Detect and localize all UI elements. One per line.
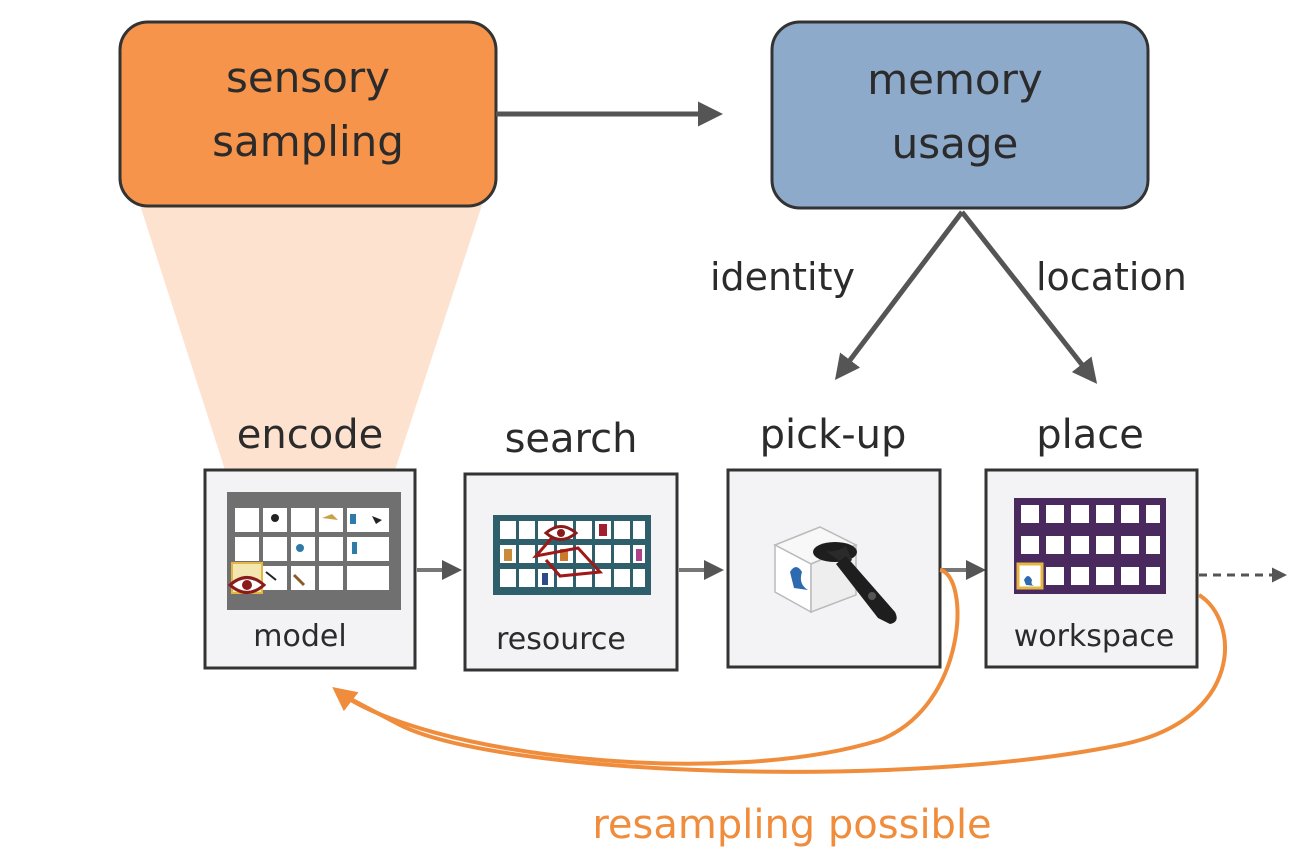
sensory-label-line1: sensory xyxy=(226,53,390,102)
model-grid-image xyxy=(227,492,401,610)
feedback-loop-from-place xyxy=(344,593,1227,774)
stage-title-search: search xyxy=(505,416,638,462)
sensory-label-line2: sampling xyxy=(212,117,404,166)
sensory-focus-cone xyxy=(140,205,482,470)
workspace-grid-image xyxy=(1014,498,1166,594)
resampling-label: resampling possible xyxy=(592,802,991,848)
stage-title-place: place xyxy=(1036,412,1144,458)
resource-grid-image xyxy=(493,515,651,595)
vr-controller-icon xyxy=(813,542,897,624)
location-arrow xyxy=(960,210,1098,384)
identity-arrow xyxy=(834,210,964,380)
eye-icon xyxy=(227,576,267,594)
identity-label: identity xyxy=(710,255,855,299)
stage-title-encode: encode xyxy=(237,412,383,458)
stage-box-search: resource xyxy=(463,472,679,672)
memory-label-line1: memory xyxy=(867,55,1043,104)
stage-caption-workspace: workspace xyxy=(1014,619,1175,654)
eye-icon xyxy=(543,525,579,541)
stage-caption-resource: resource xyxy=(496,622,626,657)
stage-box-encode: model xyxy=(203,468,417,670)
stage-box-pickup xyxy=(726,468,942,669)
stage-title-pickup: pick-up xyxy=(760,412,907,458)
location-label: location xyxy=(1036,255,1187,299)
memory-usage-box: memory usage xyxy=(770,20,1150,210)
memory-label-line2: usage xyxy=(892,119,1019,168)
feedback-loop-from-pickup xyxy=(332,568,960,766)
stage-box-place: workspace xyxy=(984,468,1199,669)
search-scanpath xyxy=(532,532,604,578)
sensory-sampling-box: sensory sampling xyxy=(118,20,498,208)
stage-caption-model: model xyxy=(253,619,346,654)
